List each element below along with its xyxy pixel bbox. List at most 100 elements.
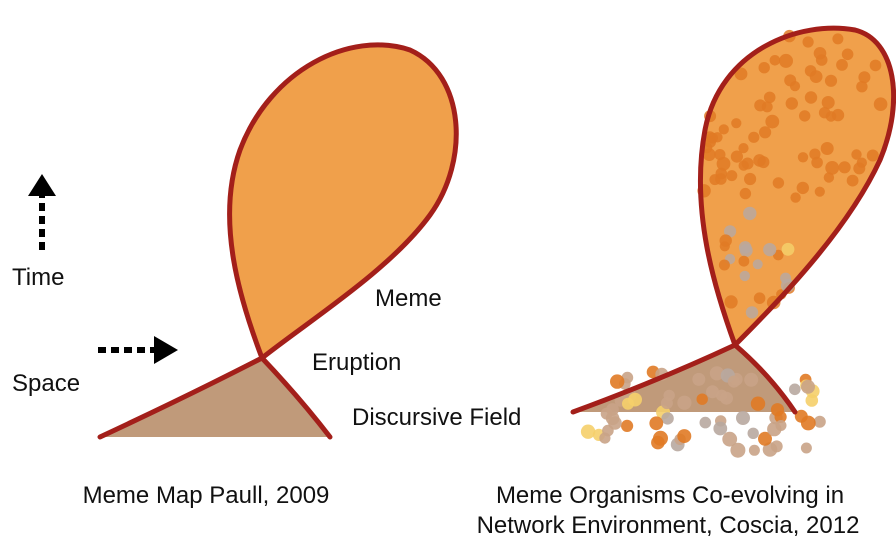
field-dot bbox=[771, 403, 784, 416]
field-dot bbox=[664, 390, 675, 401]
organism-dot bbox=[754, 292, 766, 304]
organism-dot bbox=[822, 96, 835, 109]
space-label: Space bbox=[12, 370, 80, 397]
organism-dot bbox=[740, 271, 750, 281]
field-dot bbox=[744, 373, 758, 387]
field-dot bbox=[622, 398, 634, 410]
field-dot bbox=[621, 420, 633, 432]
space-arrow-icon bbox=[98, 336, 178, 364]
organism-dot bbox=[725, 295, 738, 308]
field-dot bbox=[789, 384, 801, 396]
organism-dot bbox=[738, 143, 748, 153]
field-dot bbox=[677, 429, 691, 443]
field-dot bbox=[806, 394, 819, 407]
organism-dot bbox=[797, 182, 809, 194]
field-dot bbox=[606, 412, 620, 426]
field-dot bbox=[653, 431, 668, 446]
organism-dot bbox=[740, 188, 751, 199]
organism-dot bbox=[739, 241, 752, 254]
organism-dot bbox=[731, 118, 741, 128]
field-dot bbox=[692, 373, 705, 386]
organism-dot bbox=[825, 75, 837, 87]
meme-label: Meme bbox=[375, 285, 442, 312]
discursive-field-label: Discursive Field bbox=[352, 404, 521, 431]
field-dot bbox=[661, 412, 673, 424]
organism-dot bbox=[786, 97, 798, 109]
organism-dot bbox=[784, 74, 796, 86]
left-caption: Meme Map Paull, 2009 bbox=[83, 482, 330, 509]
organism-dot bbox=[739, 256, 750, 267]
field-dot bbox=[716, 390, 728, 402]
organism-dot bbox=[856, 81, 867, 92]
organism-dot bbox=[867, 150, 879, 162]
organism-dot bbox=[799, 110, 810, 121]
organism-dot bbox=[779, 54, 793, 68]
organism-dot bbox=[753, 259, 763, 269]
organism-dot bbox=[759, 62, 770, 73]
field-dot bbox=[730, 443, 745, 458]
organism-dot bbox=[782, 243, 795, 256]
organism-dot bbox=[743, 207, 756, 220]
organism-dot bbox=[712, 132, 722, 142]
organism-dot bbox=[714, 149, 725, 160]
organism-dot bbox=[748, 132, 759, 143]
eruption-label: Eruption bbox=[312, 349, 401, 376]
organism-dot bbox=[811, 157, 823, 169]
time-arrow-icon bbox=[28, 174, 56, 250]
right-meme-figure bbox=[573, 28, 894, 458]
organism-dot bbox=[839, 161, 851, 173]
field-dot bbox=[801, 443, 812, 454]
organism-dot bbox=[765, 115, 779, 129]
organism-dot bbox=[746, 306, 758, 318]
field-dot bbox=[748, 428, 759, 439]
right-caption-line2: Network Environment, Coscia, 2012 bbox=[477, 512, 860, 539]
organism-dot bbox=[739, 160, 749, 170]
organism-dot bbox=[744, 173, 756, 185]
field-dot bbox=[697, 394, 708, 405]
organism-dot bbox=[810, 70, 823, 83]
organism-dot bbox=[814, 47, 827, 60]
organism-dot bbox=[815, 187, 825, 197]
right-caption-line1: Meme Organisms Co-evolving in bbox=[496, 482, 844, 509]
field-dot bbox=[599, 433, 610, 444]
organism-dot bbox=[754, 99, 766, 111]
field-dot bbox=[700, 417, 712, 429]
organism-dot bbox=[832, 109, 844, 121]
organism-dot bbox=[764, 92, 776, 104]
organism-dot bbox=[753, 154, 766, 167]
organism-dot bbox=[842, 49, 854, 61]
left-meme-figure bbox=[100, 45, 456, 437]
organism-dot bbox=[803, 36, 814, 47]
organism-dot bbox=[720, 234, 732, 246]
time-label: Time bbox=[12, 264, 64, 291]
field-dot bbox=[751, 397, 765, 411]
field-dot bbox=[610, 374, 624, 388]
field-dot bbox=[801, 380, 815, 394]
field-dot bbox=[776, 420, 787, 431]
organism-dot bbox=[715, 173, 727, 185]
field-dot bbox=[801, 416, 816, 431]
organism-dot bbox=[773, 177, 784, 188]
organism-dot bbox=[824, 172, 834, 182]
organism-dot bbox=[805, 91, 817, 103]
organism-dot bbox=[763, 243, 776, 256]
organism-dot bbox=[726, 170, 737, 181]
field-dot bbox=[677, 396, 691, 410]
field-dot bbox=[728, 376, 740, 388]
organism-dot bbox=[719, 260, 730, 271]
organism-dot bbox=[759, 126, 771, 138]
field-dot bbox=[713, 422, 727, 436]
organism-dot bbox=[851, 149, 861, 159]
field-dot bbox=[736, 411, 750, 425]
organism-dot bbox=[790, 192, 800, 202]
organism-dot bbox=[832, 33, 843, 44]
field-dot bbox=[649, 416, 663, 430]
field-dot bbox=[749, 445, 760, 456]
organism-dot bbox=[798, 152, 808, 162]
organism-dot bbox=[821, 142, 834, 155]
organism-dot bbox=[870, 60, 882, 72]
organism-dot bbox=[853, 162, 865, 174]
organism-dot bbox=[847, 175, 859, 187]
organism-dot bbox=[874, 97, 888, 111]
